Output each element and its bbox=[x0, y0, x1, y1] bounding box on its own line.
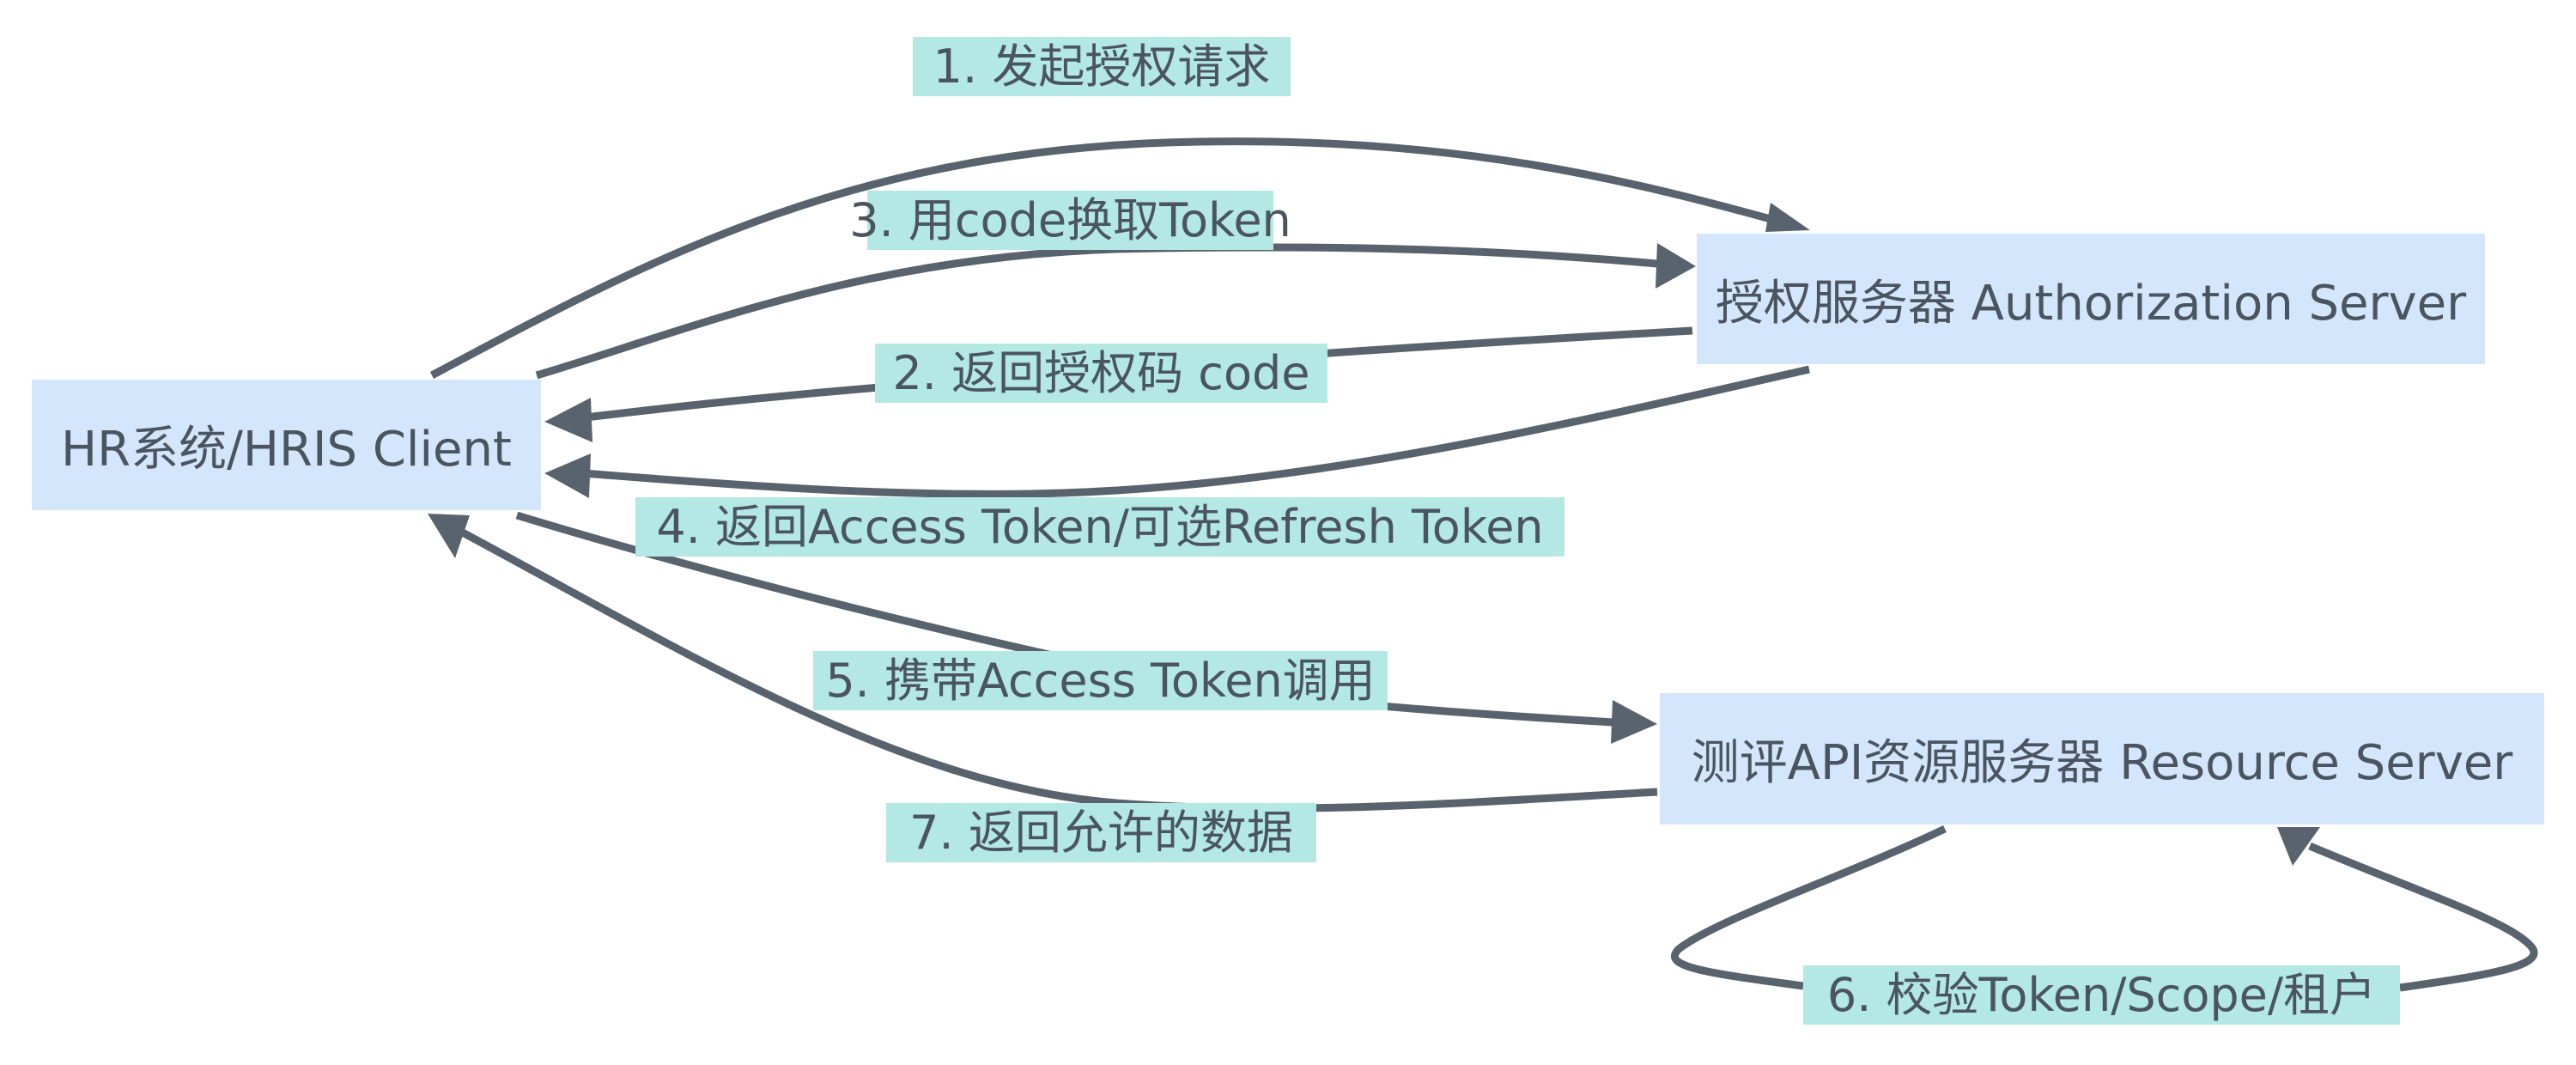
node-hr-client-label: HR系统/HRIS Client bbox=[61, 421, 512, 478]
node-authorization-server: 授权服务器 Authorization Server bbox=[1697, 234, 2485, 364]
edge-2-arrowhead bbox=[544, 398, 592, 442]
edge-7-label: 7. 返回允许的数据 bbox=[886, 803, 1316, 862]
edge-4-path bbox=[570, 365, 1811, 498]
edge-2-label: 2. 返回授权码 code bbox=[875, 344, 1327, 403]
edge-3-label: 3. 用code换取Token bbox=[849, 191, 1291, 250]
edge-4-label: 4. 返回Access Token/可选Refresh Token bbox=[635, 497, 1564, 557]
node-hr-client: HR系统/HRIS Client bbox=[32, 380, 541, 510]
node-resource-server-label: 测评API资源服务器 Resource Server bbox=[1691, 735, 2513, 791]
edge-1-label: 1. 发起授权请求 bbox=[913, 37, 1291, 96]
edge-6-label: 6. 校验Token/Scope/租户 bbox=[1803, 965, 2400, 1025]
edge-3-arrowhead bbox=[1656, 243, 1696, 289]
node-authorization-server-label: 授权服务器 Authorization Server bbox=[1715, 275, 2467, 332]
edge-4-arrowhead bbox=[544, 453, 591, 498]
edge-7-arrowhead bbox=[428, 514, 470, 558]
edge-6-arrowhead bbox=[2277, 827, 2320, 866]
edge-6-path bbox=[1671, 825, 2538, 992]
node-resource-server: 测评API资源服务器 Resource Server bbox=[1660, 693, 2544, 825]
edge-1-path bbox=[429, 137, 1788, 379]
edge-1-arrowhead bbox=[1765, 203, 1810, 232]
edge-5-label: 5. 携带Access Token调用 bbox=[813, 651, 1388, 710]
edge-7-path bbox=[457, 527, 1658, 812]
edge-5-arrowhead bbox=[1611, 700, 1657, 744]
